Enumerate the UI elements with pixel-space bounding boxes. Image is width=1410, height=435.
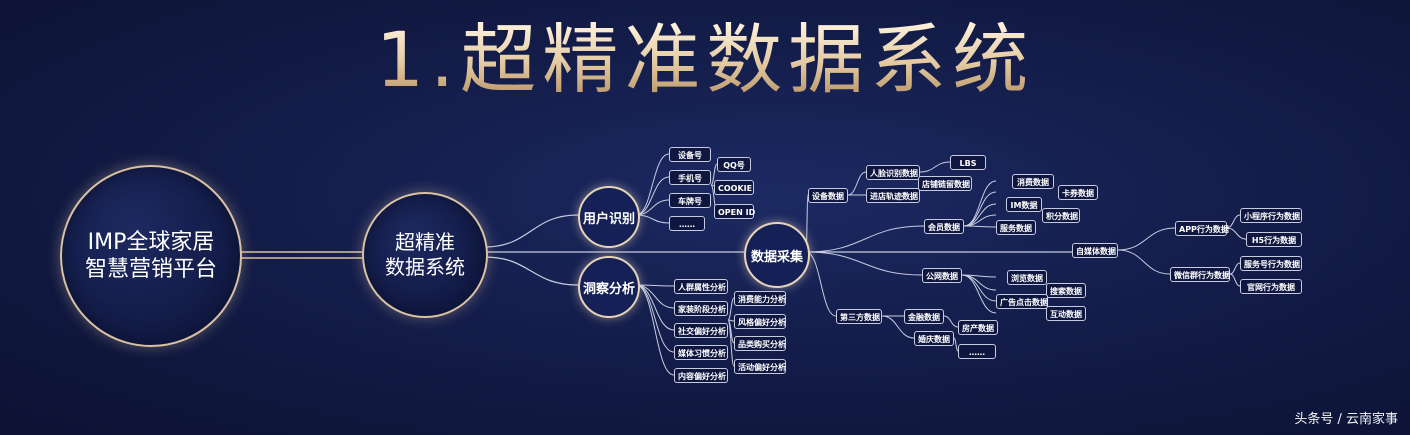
app-sub-item: H5行为数据: [1246, 232, 1302, 247]
collect-store-arrival: 进店轨迹数据: [866, 188, 920, 203]
member-sub-item: IM数据: [1006, 197, 1042, 212]
connector-line: [805, 251, 923, 276]
device-id-item: QQ号: [717, 157, 751, 172]
collect-face: 人脸识别数据: [866, 165, 920, 180]
public-sub-item: 互动数据: [1046, 306, 1086, 321]
third-sub-item: ……: [958, 344, 996, 359]
wechat-sub-item: 服务号行为数据: [1240, 256, 1302, 271]
connector-line: [953, 337, 959, 352]
insight-item: 消费能力分析: [734, 291, 786, 306]
insight-item: 风格偏好分析: [734, 314, 786, 329]
public-sub-item: 浏览数据: [1007, 270, 1047, 285]
connector-line: [635, 153, 670, 216]
root-node: IMP全球家居 智慧营销平台: [60, 165, 242, 347]
public-sub-item: 搜索数据: [1046, 283, 1086, 298]
center-node: 超精准 数据系统: [362, 192, 488, 318]
root-line-2: 智慧营销平台: [84, 257, 217, 282]
center-line-1: 超精准: [395, 230, 455, 254]
insight-item: 人群属性分析: [674, 279, 728, 294]
connector-line: [963, 225, 997, 228]
connector-line: [805, 225, 925, 253]
connector-line: [727, 319, 735, 367]
collect-third: 第三方数据: [836, 309, 882, 324]
insight-item: 媒体习惯分析: [674, 345, 728, 360]
connector-line: [1229, 273, 1241, 287]
connector-line: [710, 163, 718, 186]
insight-item: 家装阶段分析: [674, 301, 728, 316]
member-sub-item: 服务数据: [996, 220, 1036, 235]
app-sub-item: 小程序行为数据: [1240, 208, 1302, 223]
connector-line: [1117, 249, 1171, 275]
insight-item: 活动偏好分析: [734, 359, 786, 374]
insight-item: 品类购买分析: [734, 336, 786, 351]
device-id-item: OPEN ID: [714, 204, 755, 219]
user-id-item: 手机号: [669, 170, 711, 185]
collect-wechat: 微信群行为数据: [1170, 267, 1230, 282]
third-sub-item: 婚庆数据: [914, 331, 954, 346]
connector-line: [635, 284, 675, 331]
connector-line: [805, 251, 837, 317]
wechat-sub-item: 官网行为数据: [1240, 279, 1302, 294]
collect-self-media: 自媒体数据: [1072, 243, 1118, 258]
collect-member: 会员数据: [924, 219, 964, 234]
connector-line: [635, 284, 675, 376]
hub-user-id: 用户识别: [578, 186, 640, 248]
page-title: 1.超精准数据系统: [0, 22, 1410, 98]
connector-line: [1117, 227, 1176, 251]
connector-line: [1226, 227, 1247, 240]
connector-line: [1229, 262, 1241, 275]
connector-line: [635, 214, 670, 224]
connector-line: [919, 161, 951, 173]
member-sub-item: 积分数据: [1042, 208, 1080, 223]
member-sub-item: 消费数据: [1012, 174, 1054, 189]
collect-lbs: LBS: [950, 155, 986, 170]
user-id-item: 车牌号: [669, 193, 711, 208]
center-line-2: 数据系统: [385, 255, 465, 279]
connector-line: [847, 171, 867, 196]
connector-line: [483, 214, 579, 248]
connector-line: [483, 256, 579, 286]
collect-app: APP行为数据: [1175, 221, 1229, 236]
connector-line: [943, 315, 959, 328]
insight-item: 内容偏好分析: [674, 368, 728, 383]
collect-store-link: 店铺链留数据: [918, 176, 972, 191]
connector-line: [961, 274, 997, 314]
connector-line: [727, 297, 735, 321]
collect-device: 设备数据: [808, 188, 848, 203]
collect-public: 公网数据: [922, 268, 962, 283]
third-sub-item: 房产数据: [958, 320, 998, 335]
member-sub-item: 卡券数据: [1058, 185, 1098, 200]
device-id-item: COOKIE: [714, 180, 754, 195]
watermark: 头条号 / 云南家事: [1294, 412, 1398, 427]
user-id-item: 设备号: [669, 147, 711, 162]
connector-line: [635, 176, 670, 216]
root-line-1: IMP全球家居: [87, 229, 215, 255]
connector-line: [881, 315, 915, 339]
connector-line: [635, 284, 675, 353]
third-sub-item: 金融数据: [904, 309, 944, 324]
user-id-item: ……: [669, 216, 705, 231]
public-sub-item: 广告点击数据: [996, 294, 1048, 309]
connector-line: [961, 274, 997, 302]
hub-insight: 洞察分析: [578, 256, 640, 318]
hub-data-collect: 数据采集: [744, 222, 810, 288]
insight-item: 社交偏好分析: [674, 323, 728, 338]
